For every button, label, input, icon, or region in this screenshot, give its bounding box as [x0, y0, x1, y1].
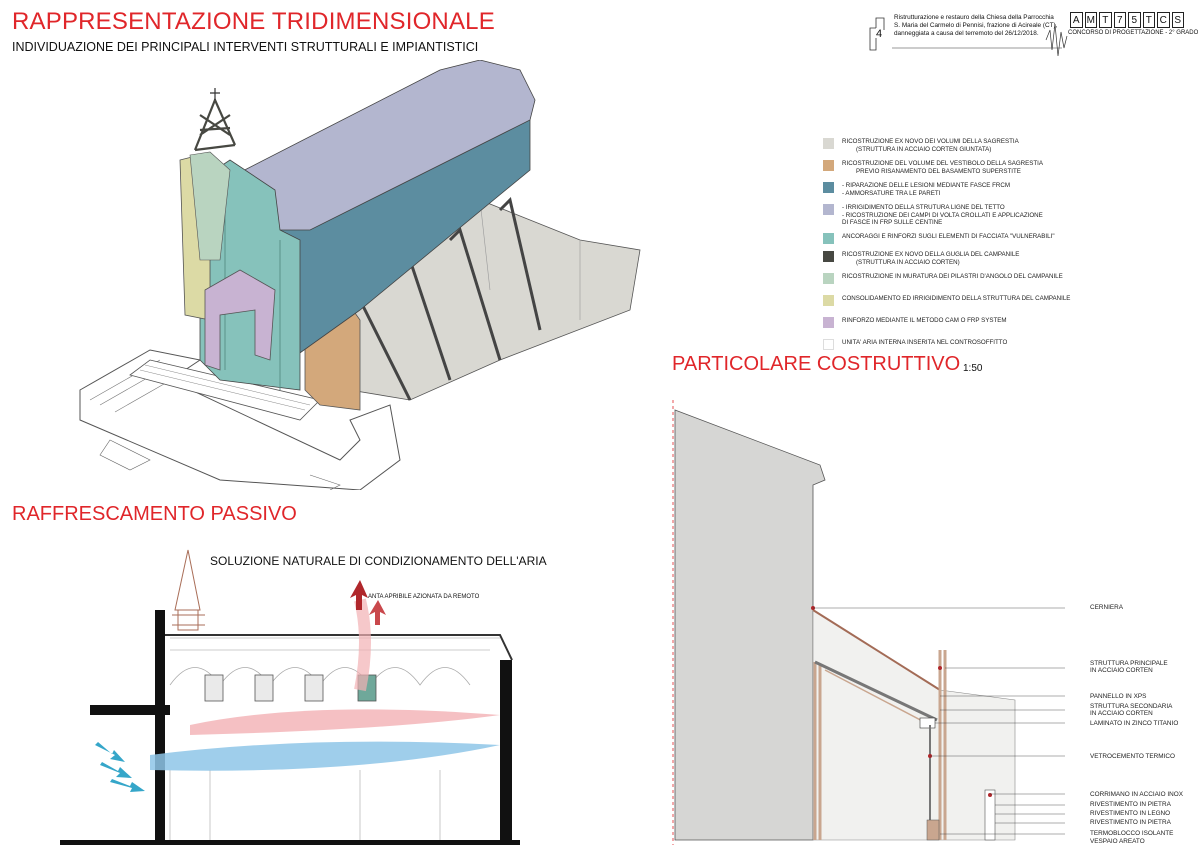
code-char: M	[1084, 12, 1097, 28]
legend-swatch	[823, 295, 834, 306]
detail-label-line: STRUTTURA SECONDARIA	[1090, 703, 1173, 710]
legend-item: - IRRIGIDIMENTO DELLA STRUTURA LIGNE DEL…	[823, 204, 1043, 227]
cooling-title: RAFFRESCAMENTO PASSIVO	[12, 503, 297, 525]
code-char: T	[1099, 12, 1112, 28]
bell-tower-spire	[193, 97, 237, 152]
legend-text: PREVIO RISANAMENTO DEL BASAMENTO SUPERST…	[856, 167, 1021, 175]
detail-label: PANNELLO IN XPS	[1090, 693, 1147, 700]
legend-item: RICOSTRUZIONE IN MURATURA DEI PILASTRI D…	[823, 273, 1063, 284]
code-char: 7	[1113, 12, 1126, 28]
legend-text: RICOSTRUZIONE DEL VOLUME DEL VESTIBOLO D…	[842, 160, 1044, 167]
header-line: S. Maria del Carmelo di Pennisi, frazion…	[894, 22, 1058, 29]
detail-title: PARTICOLARE COSTRUTTIVO	[672, 353, 961, 375]
legend-swatch	[823, 251, 834, 262]
legend-swatch	[823, 138, 834, 149]
code-char: 5	[1128, 12, 1141, 28]
detail-label: VESPAIO AREATO	[1090, 838, 1145, 845]
detail-label-line: IN ACCIAIO CORTEN	[1090, 667, 1153, 675]
detail-label: LAMINATO IN ZINCO TITANIO	[1090, 720, 1179, 727]
front-steps	[129, 359, 321, 421]
window	[304, 674, 324, 702]
legend-item: RINFORZO MEDIANTE IL METODO CAM O FRP SY…	[823, 317, 1007, 328]
legend-item: RICOSTRUZIONE EX NOVO DELLA GUGLIA DEL C…	[823, 251, 1019, 266]
existing-wall	[674, 409, 826, 841]
detail-label: RIVESTIMENTO IN PIETRA	[1090, 819, 1171, 826]
detail-scale: 1:50	[963, 363, 983, 374]
legend-text: (STRUTTURA IN ACCIAIO CORTEN GIUNTATA)	[856, 145, 992, 153]
porch	[204, 269, 276, 371]
bell-tower-pillars	[189, 151, 231, 261]
legend-swatch	[823, 204, 834, 215]
legend-swatch	[823, 339, 834, 350]
detail-label: RIVESTIMENTO IN PIETRA	[1090, 801, 1171, 808]
header-line: Ristrutturazione e restauro della Chiesa…	[894, 14, 1054, 21]
detail-label-line: STRUTTURA PRINCIPALE	[1090, 660, 1168, 667]
construction-detail	[672, 400, 1065, 845]
legend-text: (STRUTTURA IN ACCIAIO CORTEN)	[856, 258, 960, 266]
legend-swatch	[823, 317, 834, 328]
detail-label: TERMOBLOCCO ISOLANTE	[1090, 830, 1174, 837]
legend-text: CONSOLIDAMENTO ED IRRIGIDIMENTO DELLA ST…	[842, 295, 1071, 302]
legend-text: UNITA' ARIA INTERNA INSERITA NEL CONTROS…	[842, 339, 1008, 346]
legend-text: ANCORAGGI E RINFORZI SUGLI ELEMENTI DI F…	[842, 233, 1055, 240]
legend-text: RICOSTRUZIONE EX NOVO DEI VOLUMI DELLA S…	[842, 138, 1019, 145]
legend-text: RICOSTRUZIONE EX NOVO DELLA GUGLIA DEL C…	[842, 251, 1020, 258]
nave-roof	[224, 60, 536, 231]
code-char: A	[1070, 12, 1083, 28]
legend-item: - RIPARAZIONE DELLE LESIONI MEDIANTE FAS…	[823, 182, 1010, 197]
exhaust-arrow	[350, 580, 368, 610]
legend-item: RICOSTRUZIONE EX NOVO DEI VOLUMI DELLA S…	[823, 138, 1019, 153]
spire-outline	[174, 549, 201, 611]
legend-swatch	[823, 182, 834, 193]
legend-swatch	[823, 273, 834, 284]
detail-label: VETROCEMENTO TERMICO	[1090, 753, 1175, 760]
detail-label-line: IN ACCIAIO CORTEN	[1090, 710, 1153, 718]
main-title: RAPPRESENTAZIONE TRIDIMENSIONALE	[12, 8, 495, 35]
legend-text: - IRRIGIDIMENTO DELLA STRUTURA LIGNE DEL…	[842, 204, 1005, 211]
legend-text: RINFORZO MEDIANTE IL METODO CAM O FRP SY…	[842, 317, 1007, 324]
header-concorso: CONCORSO DI PROGETTAZIONE - 2° GRADO	[1068, 30, 1199, 36]
cooling-subtitle: SOLUZIONE NATURALE DI CONDIZIONAMENTO DE…	[210, 554, 547, 568]
main-subtitle: INDIVIDUAZIONE DEI PRINCIPALI INTERVENTI…	[12, 40, 479, 54]
intake-arrows	[95, 742, 145, 792]
legend-text: DI FASCE IN FRP SULLE CENTINE	[842, 219, 943, 226]
window-label: ANTA APRIBILE AZIONATA DA REMOTO	[368, 594, 480, 600]
warm-air-flow	[190, 709, 500, 735]
header-line: danneggiata a causa del terremoto del 26…	[894, 30, 1039, 37]
cool-air-flow	[150, 741, 500, 771]
legend-item: ANCORAGGI E RINFORZI SUGLI ELEMENTI DI F…	[823, 233, 1055, 244]
code-char: C	[1157, 12, 1170, 28]
window	[254, 674, 274, 702]
legend-item: RICOSTRUZIONE DEL VOLUME DEL VESTIBOLO D…	[823, 160, 1043, 175]
roof-line	[165, 634, 513, 661]
legend-swatch	[823, 233, 834, 244]
legend-text: - RICOSTRUZIONE DEI CAMPI DI VOLTA CROLL…	[842, 211, 1043, 219]
window	[204, 674, 224, 702]
legend-swatch	[823, 160, 834, 171]
header-number: 4	[876, 28, 883, 40]
detail-label: RIVESTIMENTO IN LEGNO	[1090, 810, 1171, 817]
legend-text: - AMMORSATURE TRA LE PARETI	[842, 189, 941, 197]
legend-text: - RIPARAZIONE DELLE LESIONI MEDIANTE FAS…	[842, 182, 1011, 189]
legend-text: RICOSTRUZIONE IN MURATURA DEI PILASTRI D…	[842, 273, 1063, 280]
header-frame	[869, 17, 1068, 57]
code-char: T	[1142, 12, 1155, 28]
legend-item: UNITA' ARIA INTERNA INSERITA NEL CONTROS…	[823, 339, 1007, 350]
corten-structure	[813, 650, 947, 840]
project-code: A M T 7 5 T C S	[1070, 12, 1184, 28]
header-project-description: Ristrutturazione e restauro della Chiesa…	[894, 14, 1064, 38]
legend-item: CONSOLIDAMENTO ED IRRIGIDIMENTO DELLA ST…	[823, 295, 1070, 306]
detail-label: CORRIMANO IN ACCIAIO INOX	[1090, 791, 1184, 798]
detail-label: CERNIERA	[1090, 604, 1124, 611]
code-char: S	[1171, 12, 1184, 28]
axonometric-church	[79, 60, 641, 490]
cooling-section	[60, 549, 520, 845]
